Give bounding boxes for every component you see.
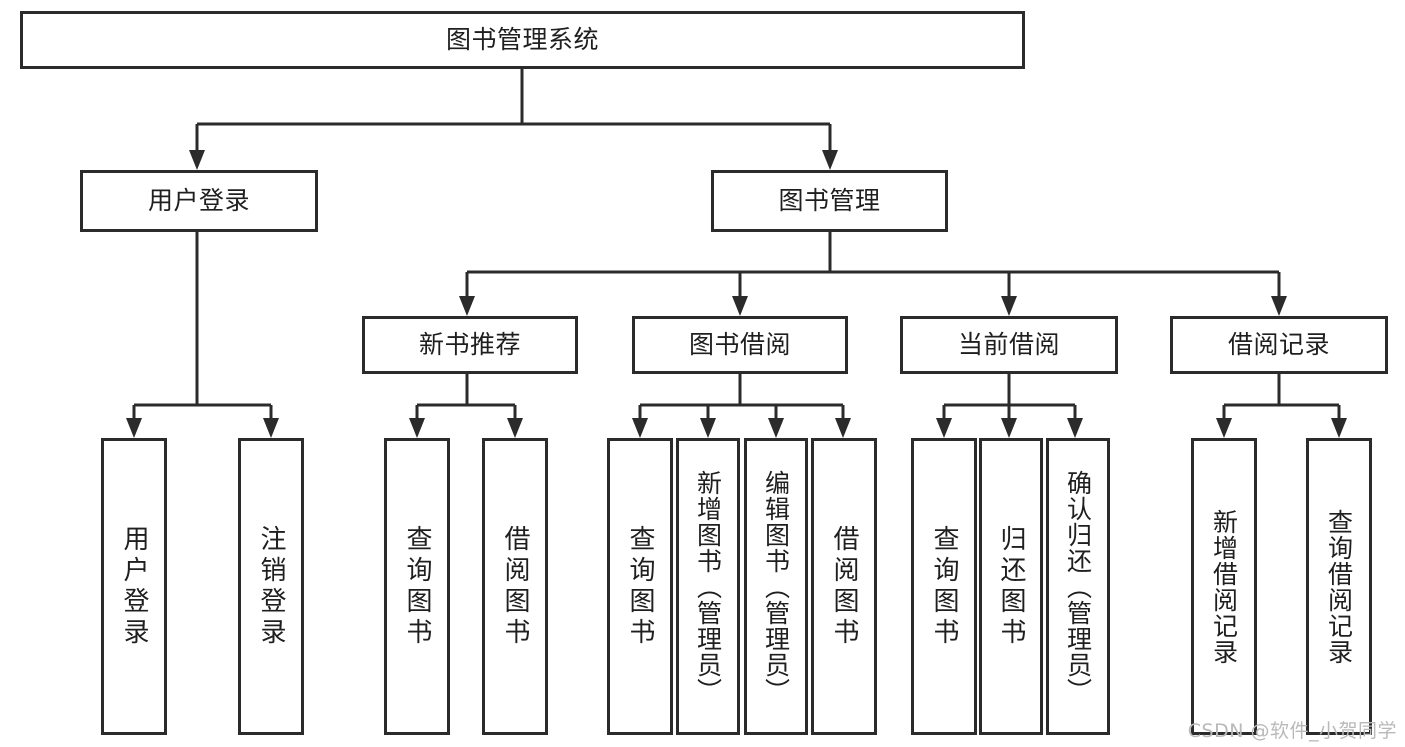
node-label: 新增图书（管理员） [693,469,723,704]
node-root-book-management-system[interactable]: 图书管理系统 [20,11,1025,69]
node-label: 归还图书 [996,524,1026,649]
node-label: 查询借阅记录 [1324,508,1354,665]
node-leaf-query-book-recommend[interactable]: 查询图书 [384,438,450,735]
node-leaf-borrow-book-recommend[interactable]: 借阅图书 [482,438,548,735]
node-label: 借阅图书 [829,524,859,649]
node-label: 图书管理系统 [445,25,599,54]
node-leaf-confirm-return-admin[interactable]: 确认归还（管理员） [1046,438,1110,735]
node-label: 新增借阅记录 [1209,508,1239,665]
node-label: 图书借阅 [688,330,791,359]
node-leaf-query-book-current[interactable]: 查询图书 [911,438,977,735]
node-label: 用户登录 [119,524,149,649]
node-leaf-user-login[interactable]: 用户登录 [101,438,167,735]
node-book-management[interactable]: 图书管理 [711,170,948,232]
node-label: 用户登录 [147,186,250,215]
node-leaf-borrow-book-borrow[interactable]: 借阅图书 [811,438,877,735]
node-current-borrow[interactable]: 当前借阅 [900,316,1118,374]
node-new-book-recommend[interactable]: 新书推荐 [362,316,578,374]
node-label: 查询图书 [402,524,432,649]
node-label: 借阅记录 [1227,330,1330,359]
node-leaf-query-borrow-record[interactable]: 查询借阅记录 [1306,438,1372,735]
node-label: 新书推荐 [418,330,521,359]
csdn-watermark: CSDN @软件_小贺同学 [1187,720,1397,742]
node-label: 编辑图书（管理员） [761,469,791,704]
node-label: 图书管理 [778,186,881,215]
node-label: 借阅图书 [500,524,530,649]
node-leaf-logout-login[interactable]: 注销登录 [238,438,304,735]
node-leaf-return-book[interactable]: 归还图书 [979,438,1043,735]
node-book-borrow[interactable]: 图书借阅 [632,316,848,374]
node-user-login[interactable]: 用户登录 [80,170,318,232]
node-label: 确认归还（管理员） [1063,469,1093,704]
node-label: 查询图书 [929,524,959,649]
node-label: 当前借阅 [957,330,1060,359]
node-label: 查询图书 [625,524,655,649]
node-leaf-edit-book-admin[interactable]: 编辑图书（管理员） [744,438,808,735]
node-leaf-add-borrow-record[interactable]: 新增借阅记录 [1191,438,1257,735]
node-borrow-record[interactable]: 借阅记录 [1170,316,1388,374]
node-leaf-query-book-borrow[interactable]: 查询图书 [607,438,673,735]
node-leaf-add-book-admin[interactable]: 新增图书（管理员） [676,438,740,735]
node-label: 注销登录 [256,524,286,649]
